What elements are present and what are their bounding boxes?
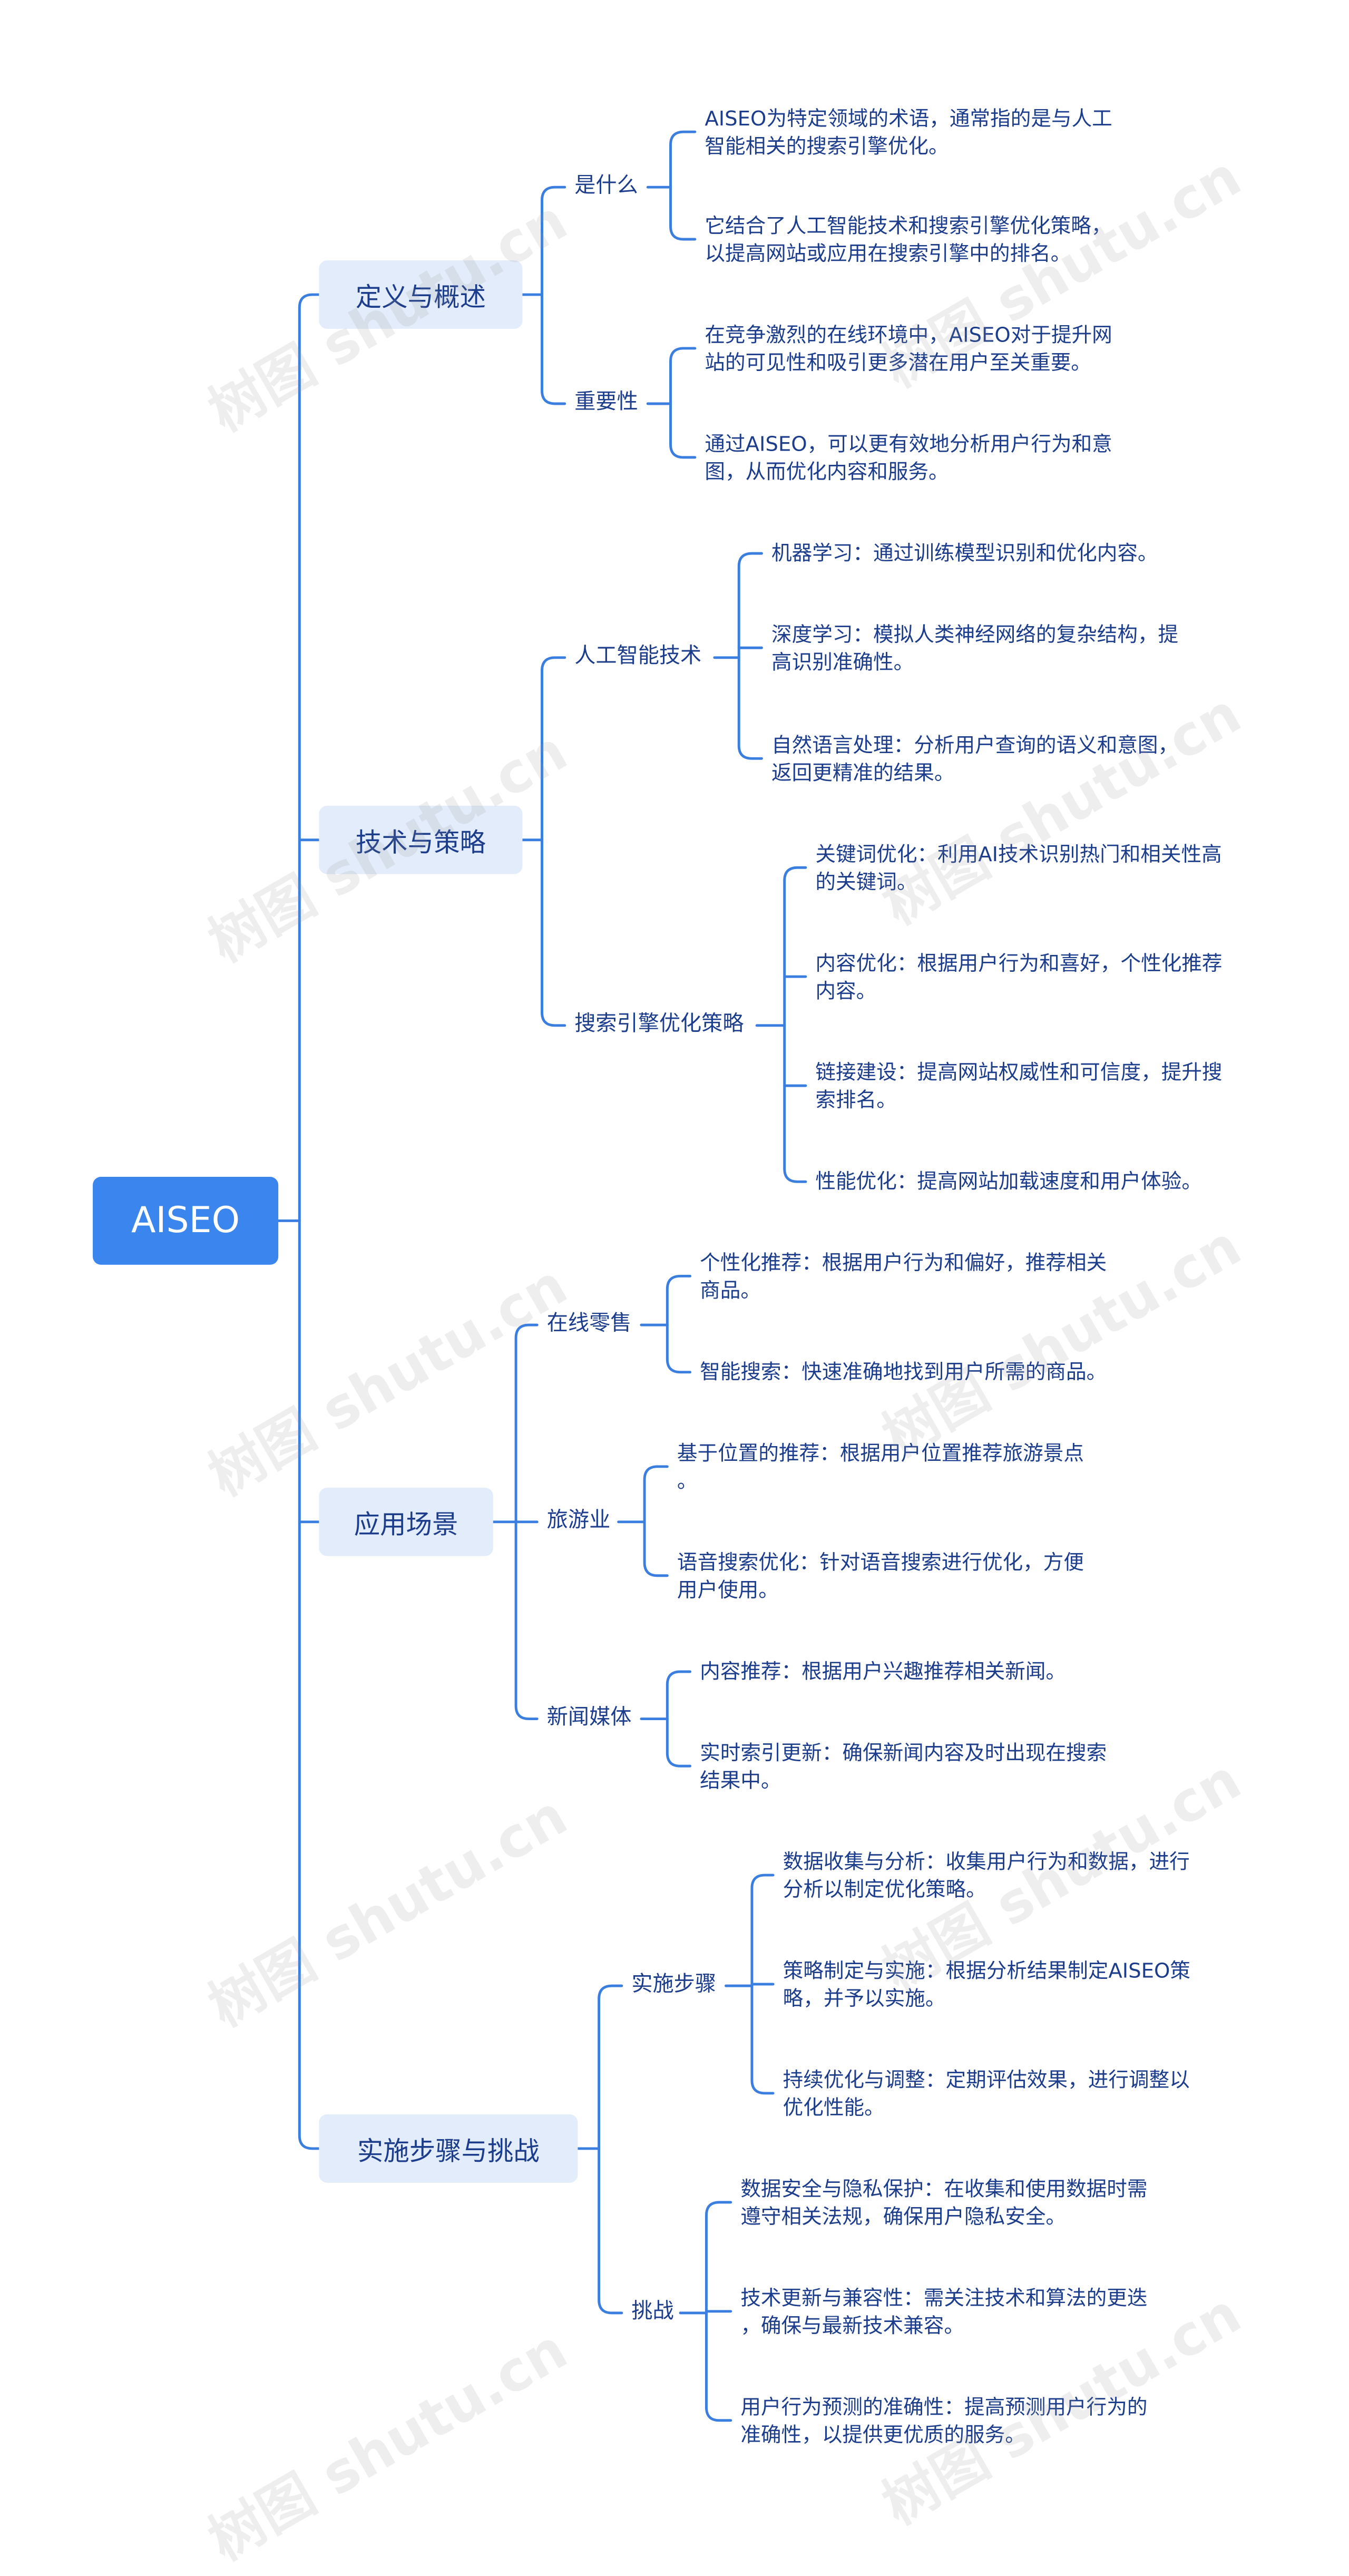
connector-line (666, 1274, 692, 1326)
branch-node-definition[interactable]: 定义与概述 (319, 260, 523, 329)
connector-line (541, 186, 566, 296)
subtopic-node[interactable]: 搜索引擎优化策略 (574, 1012, 744, 1037)
leaf-node[interactable]: 内容优化：根据用户行为和喜好，个性化推荐 内容。 (815, 950, 1223, 1003)
connector-line (783, 866, 807, 1027)
leaf-node[interactable]: 关键词优化：利用AI技术识别热门和相关性高 的关键词。 (815, 841, 1222, 894)
connector-line (783, 1024, 807, 1183)
connector-line (669, 130, 697, 189)
connector-line (643, 1520, 669, 1577)
connector-line (298, 1219, 320, 2150)
connector-line (514, 1323, 539, 1524)
leaf-node[interactable]: 技术更新与兼容性：需关注技术和算法的更迭 ，确保与最新技术兼容。 (740, 2285, 1148, 2338)
connector-line (669, 347, 697, 405)
subtopic-node[interactable]: 人工智能技术 (574, 645, 702, 669)
connector-line (750, 1984, 775, 2095)
connector-line (541, 656, 566, 842)
leaf-node[interactable]: 用户行为预测的准确性：提高预测用户行为的 准确性，以提供更优质的服务。 (740, 2394, 1148, 2447)
subtopic-node[interactable]: 新闻媒体 (546, 1705, 632, 1731)
branch-node-scenarios[interactable]: 应用场景 (319, 1487, 493, 1556)
leaf-node[interactable]: 语音搜索优化：针对语音搜索进行优化，方便 用户使用。 (677, 1549, 1084, 1602)
branch-node-implementation[interactable]: 实施步骤与挑战 (319, 2114, 578, 2183)
subtopic-node[interactable]: 重要性 (574, 391, 638, 415)
connector-line (514, 1520, 539, 1721)
leaf-node[interactable]: 策略制定与实施：根据分析结果制定AISEO策 略，并予以实施。 (783, 1958, 1191, 2011)
leaf-node[interactable]: 通过AISEO，可以更有效地分析用户行为和意 图，从而优化内容和服务。 (705, 431, 1112, 484)
leaf-node[interactable]: 链接建设：提高网站权威性和可信度，提升搜 索排名。 (815, 1059, 1223, 1112)
leaf-node[interactable]: 个性化推荐：根据用户行为和偏好，推荐相关 商品。 (700, 1250, 1107, 1302)
leaf-node[interactable]: 深度学习：模拟人类神经网络的复杂结构，提 高识别准确性。 (771, 621, 1179, 674)
leaf-node[interactable]: 智能搜索：快速准确地找到用户所需的商品。 (700, 1359, 1107, 1384)
leaf-node[interactable]: 机器学习：通过训练模型识别和优化内容。 (771, 540, 1158, 565)
leaf-node[interactable]: 基于位置的推荐：根据用户位置推荐旅游景点 。 (677, 1440, 1084, 1493)
subtopic-node[interactable]: 挑战 (631, 2300, 674, 2325)
leaf-node[interactable]: 数据安全与隐私保护：在收集和使用数据时需 遵守相关法规，确保用户隐私安全。 (740, 2176, 1148, 2229)
branch-node-tech-strategy[interactable]: 技术与策略 (319, 805, 523, 874)
connector-line (666, 1670, 692, 1721)
connector-line (669, 402, 697, 459)
connector-line (737, 656, 763, 760)
leaf-node[interactable]: 数据收集与分析：收集用户行为和数据，进行 分析以制定优化策略。 (783, 1849, 1190, 1901)
leaf-node[interactable]: 内容推荐：根据用户兴趣推荐相关新闻。 (700, 1658, 1067, 1683)
subtopic-node[interactable]: 是什么 (574, 174, 638, 199)
leaf-node[interactable]: AISEO为特定领域的术语，通常指的是与人工 智能相关的搜索引擎优化。 (705, 105, 1112, 158)
connector-line (666, 1718, 692, 1768)
connector-line (737, 552, 763, 659)
connector-line (541, 838, 566, 1027)
connector-line (705, 2201, 732, 2315)
connector-line (298, 293, 320, 1222)
subtopic-node[interactable]: 在线零售 (546, 1312, 632, 1336)
leaf-node[interactable]: 性能优化：提高网站加载速度和用户体验。 (815, 1168, 1202, 1193)
connector-line (666, 1323, 692, 1374)
leaf-node[interactable]: 实时索引更新：确保新闻内容及时出现在搜索 结果中。 (700, 1740, 1107, 1792)
leaf-node[interactable]: 自然语言处理：分析用户查询的语义和意图， 返回更精准的结果。 (771, 732, 1179, 785)
subtopic-node[interactable]: 旅游业 (546, 1509, 611, 1534)
connector-line (598, 1984, 623, 2150)
leaf-node[interactable]: 它结合了人工智能技术和搜索引擎优化策略， 以提高网站或应用在搜索引擎中的排名。 (705, 213, 1112, 266)
leaf-node[interactable]: 持续优化与调整：定期评估效果，进行调整以 优化性能。 (783, 2067, 1190, 2120)
connector-line (598, 2147, 623, 2315)
connector-line (705, 2311, 732, 2422)
connector-line (643, 1465, 669, 1524)
root-node[interactable]: AISEO (93, 1177, 279, 1265)
connector-line (669, 186, 697, 241)
connector-line (750, 1874, 775, 1987)
subtopic-node[interactable]: 实施步骤 (631, 1973, 717, 1997)
leaf-node[interactable]: 在竞争激烈的在线环境中，AISEO对于提升网 站的可见性和吸引更多潜在用户至关重… (705, 322, 1112, 375)
connector-line (541, 293, 566, 405)
